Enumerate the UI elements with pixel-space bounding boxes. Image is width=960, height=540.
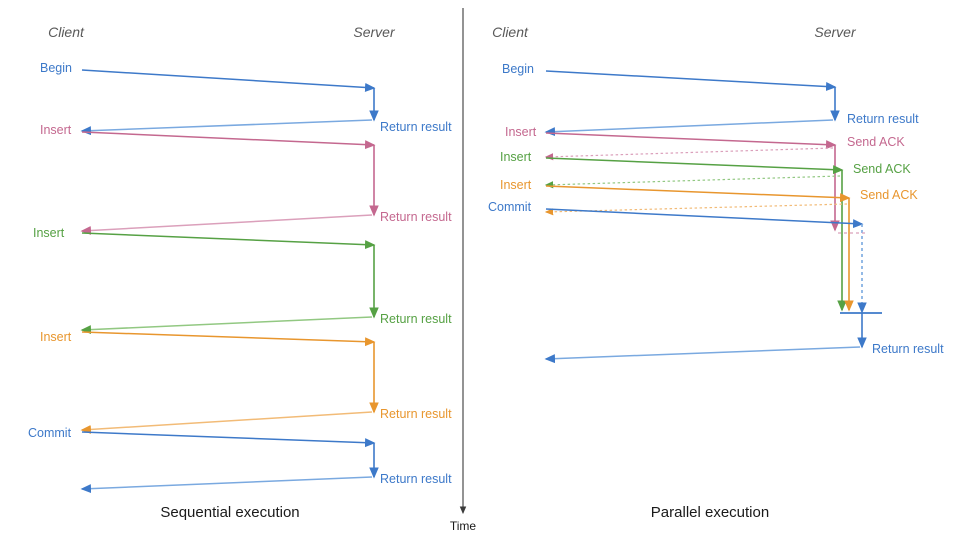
parallel-insert2-ack-label: Send ACK bbox=[853, 162, 911, 176]
sequential-insert3-return-arrow bbox=[80, 411, 373, 434]
time-axis-label: Time bbox=[450, 519, 477, 533]
parallel-insert3-ack-label: Send ACK bbox=[860, 188, 918, 202]
parallel-commit-request-arrow bbox=[545, 208, 864, 229]
parallel-insert3-request-arrow bbox=[545, 185, 851, 203]
parallel-begin-request-label: Begin bbox=[502, 62, 534, 76]
sequential-insert2-return-label: Return result bbox=[380, 312, 452, 326]
sequential-commit-return-arrow bbox=[80, 476, 373, 494]
sequential-insert1-request-arrow bbox=[81, 131, 376, 150]
sequential-insert2-return-arrow bbox=[80, 316, 373, 335]
parallel-begin-return-label: Return result bbox=[847, 112, 919, 126]
sequential-begin-return-label: Return result bbox=[380, 120, 452, 134]
panel-caption: Parallel execution bbox=[651, 504, 769, 521]
actor-label-client: Client bbox=[48, 24, 85, 40]
actor-label-server: Server bbox=[353, 24, 396, 40]
sequential-commit-return-label: Return result bbox=[380, 472, 452, 486]
sequential-commit-request-arrow bbox=[81, 431, 376, 448]
sequential-insert2-request-label: Insert bbox=[33, 226, 65, 240]
sequential-insert3-request-label: Insert bbox=[40, 330, 72, 344]
parallel-insert1-ack-label: Send ACK bbox=[847, 135, 905, 149]
sequential-begin-return-arrow bbox=[80, 119, 373, 136]
parallel-insert2-request-arrow bbox=[545, 157, 844, 175]
parallel-begin-request-arrow bbox=[545, 70, 837, 91]
time-axis: Time bbox=[450, 8, 477, 533]
sequential-insert3-request-arrow bbox=[81, 331, 376, 347]
sequential-begin-request-arrow bbox=[81, 69, 376, 92]
parallel-insert1-request-arrow bbox=[545, 132, 837, 150]
parallel-commit-return-label: Return result bbox=[872, 342, 944, 356]
parallel-commit-request-label: Commit bbox=[488, 200, 532, 214]
parallel-commit-return-arrow bbox=[544, 346, 861, 364]
actor-label-server: Server bbox=[814, 24, 857, 40]
parallel-insert1-ack-arrow bbox=[544, 147, 834, 161]
parallel-insert1-request-label: Insert bbox=[505, 125, 537, 139]
sequential-begin-request-label: Begin bbox=[40, 61, 72, 75]
sequential-insert1-return-label: Return result bbox=[380, 210, 452, 224]
sequential-commit-request-label: Commit bbox=[28, 426, 72, 440]
parallel-insert3-request-label: Insert bbox=[500, 178, 532, 192]
panel-caption: Sequential execution bbox=[160, 504, 299, 521]
sequential-insert1-request-label: Insert bbox=[40, 123, 72, 137]
parallel-insert2-ack-arrow bbox=[544, 175, 841, 189]
parallel-insert2-request-label: Insert bbox=[500, 150, 532, 164]
sequential-insert3-return-label: Return result bbox=[380, 407, 452, 421]
actor-label-client: Client bbox=[492, 24, 529, 40]
sequential-insert1-return-arrow bbox=[80, 214, 373, 235]
sequential-insert2-request-arrow bbox=[81, 232, 376, 250]
parallel-begin-return-arrow bbox=[544, 119, 834, 137]
